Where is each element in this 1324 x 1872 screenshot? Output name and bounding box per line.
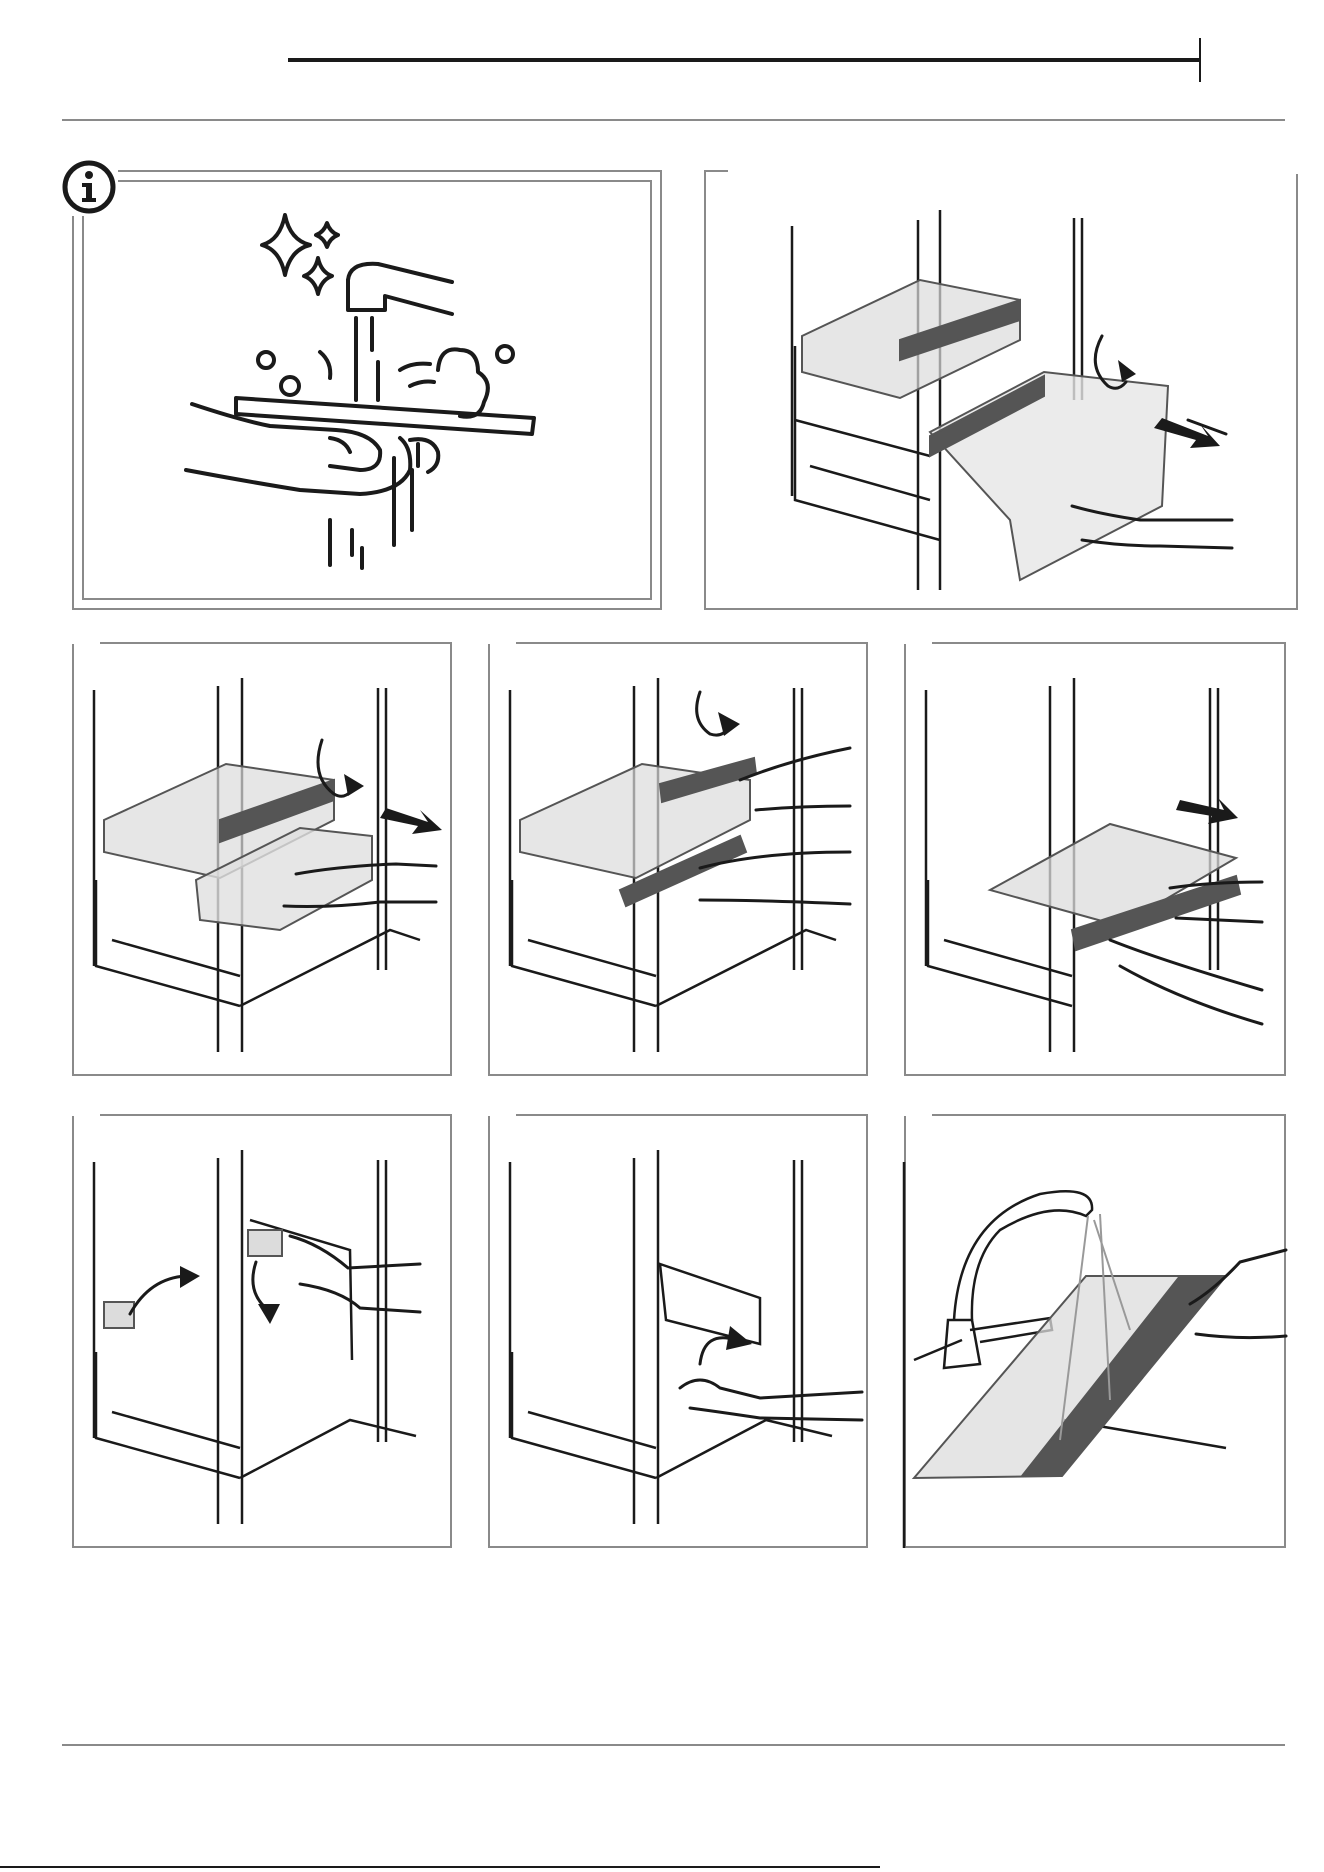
footer-rule <box>0 1866 880 1868</box>
footer-divider <box>62 1744 1285 1746</box>
